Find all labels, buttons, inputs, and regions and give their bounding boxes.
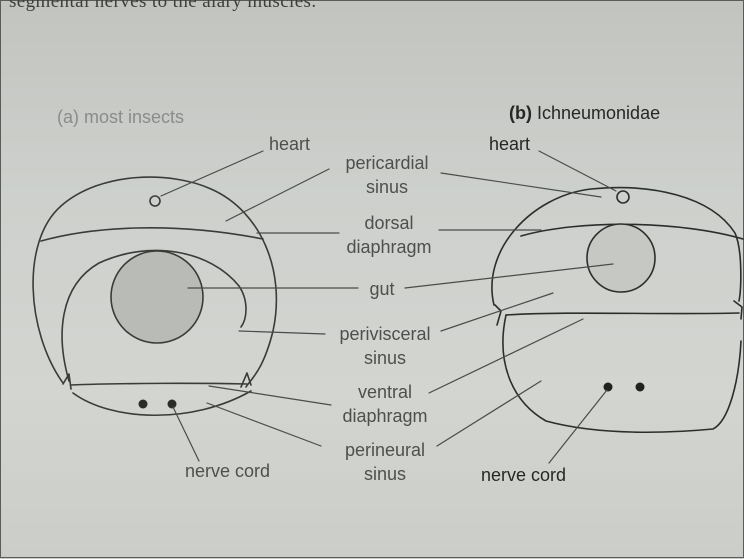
label-nerve-cord-b: nerve cord xyxy=(481,465,567,485)
label-dorsal-line2: diaphragm xyxy=(346,237,432,257)
label-heart-b: heart xyxy=(489,134,531,154)
nerve-cord-dot-left-b xyxy=(603,382,613,392)
label-perivisceral-line1: perivisceral xyxy=(339,324,431,344)
ventral-notch-left-a xyxy=(62,373,72,390)
leader-perivisceral-a xyxy=(238,330,326,335)
gut-a xyxy=(110,250,204,344)
leader-gut-b xyxy=(404,263,614,289)
panel-a-name: most insects xyxy=(84,107,185,127)
label-perineural-line1: perineural xyxy=(344,440,426,460)
panel-b-letter: (b) xyxy=(509,103,532,123)
label-pericardial-sinus: pericardial sinus xyxy=(331,151,443,199)
label-gut: gut xyxy=(369,279,395,299)
dorsal-diaphragm-a xyxy=(40,227,264,242)
leader-ventral-b xyxy=(428,318,584,394)
label-perivisceral-sinus: perivisceral sinus xyxy=(327,322,443,370)
panel-b-name: Ichneumonidae xyxy=(537,103,661,123)
heart-b xyxy=(616,190,630,204)
nerve-cord-dot-left-a xyxy=(138,399,148,409)
caption-fragment: segmental nerves to the alary muscles. xyxy=(9,0,317,12)
label-dorsal-line1: dorsal xyxy=(364,213,414,233)
gut-b xyxy=(586,223,656,293)
body-wall-a xyxy=(32,176,278,388)
ventral-body-wall-a xyxy=(72,390,252,416)
label-pericardial-line2: sinus xyxy=(365,177,409,197)
leader-heart-a xyxy=(160,150,264,197)
leader-pericardial-b xyxy=(440,172,602,198)
label-ventral-line1: ventral xyxy=(357,382,413,402)
ventral-body-b xyxy=(502,314,742,434)
dorsal-diaphragm-b xyxy=(520,223,744,240)
leader-heart-b xyxy=(538,150,617,192)
leader-nerve-cord-b xyxy=(548,389,608,464)
panel-a-title: (a) most insects xyxy=(57,105,184,129)
leader-nerve-cord-a xyxy=(172,406,200,462)
label-perineural-sinus: perineural sinus xyxy=(327,438,443,486)
body-wall-b xyxy=(491,186,742,306)
label-heart-a: heart xyxy=(269,134,311,154)
ventral-notch-right-b xyxy=(733,300,743,320)
ventral-notch-left-b xyxy=(494,304,502,326)
panel-b-title: (b) Ichneumonidae xyxy=(509,101,660,125)
heart-a xyxy=(149,195,161,207)
nerve-cord-dot-right-b xyxy=(635,382,645,392)
label-perineural-line2: sinus xyxy=(363,464,407,484)
label-perivisceral-line2: sinus xyxy=(363,348,407,368)
label-pericardial-line1: pericardial xyxy=(345,153,429,173)
leader-ventral-a xyxy=(208,385,332,406)
leader-perivisceral-b xyxy=(440,292,554,332)
leader-perineural-a xyxy=(206,402,322,447)
leader-perineural-b xyxy=(436,380,542,447)
nerve-cord-dot-right-a xyxy=(167,399,177,409)
label-nerve-cord-a: nerve cord xyxy=(185,461,271,481)
ventral-diaphragm-a xyxy=(70,382,248,386)
leader-pericardial-a xyxy=(225,168,330,222)
ventral-diaphragm-b xyxy=(505,312,740,316)
ventral-notch-right-a xyxy=(240,372,252,388)
label-dorsal-diaphragm: dorsal diaphragm xyxy=(333,211,445,259)
label-ventral-diaphragm: ventral diaphragm xyxy=(327,380,443,428)
label-ventral-line2: diaphragm xyxy=(342,406,428,426)
panel-a-letter: (a) xyxy=(57,107,79,127)
